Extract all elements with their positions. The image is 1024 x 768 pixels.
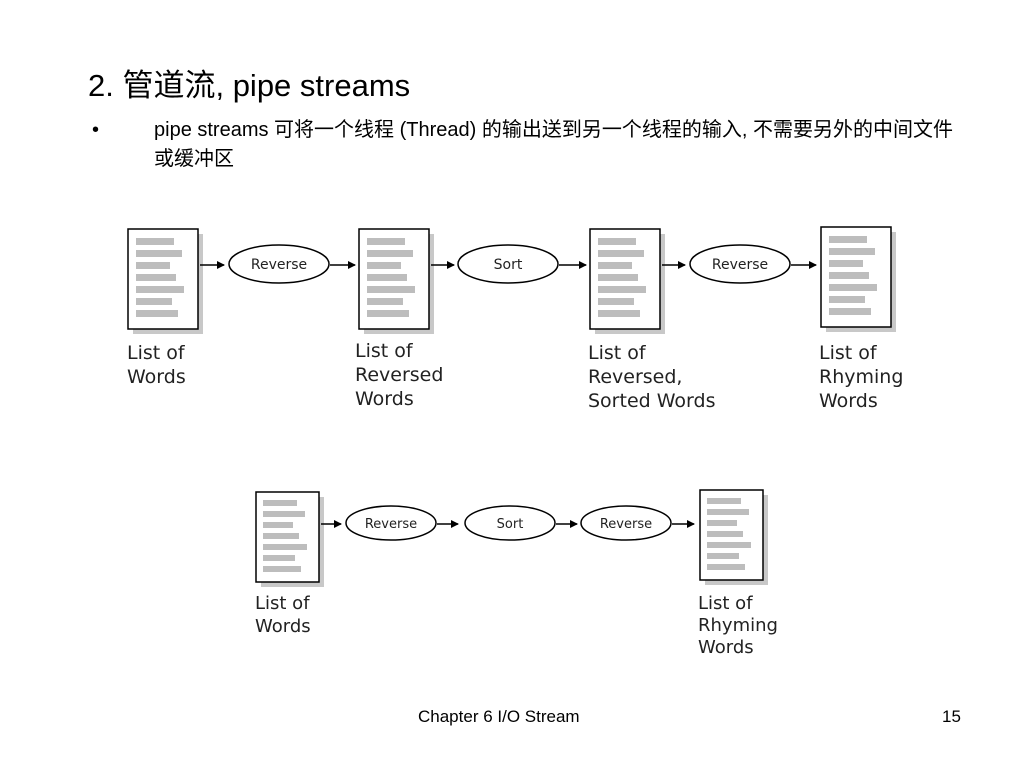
top-caption-1-line-2: Words [127,366,186,388]
top-caption-2-line-2: Reversed [355,364,443,386]
top-caption-2-line-3: Words [355,388,414,410]
top-caption-1-line-1: List of [127,342,186,364]
bottom-filter-3-label: Reverse [600,517,652,532]
page-number: 15 [942,707,961,726]
top-filter-sort: Sort [457,244,559,284]
bottom-filter-1-label: Reverse [365,517,417,532]
bullet-text: pipe streams 可将一个线程 (Thread) 的输出送到另一个线程的… [154,119,953,170]
top-doc-1 [127,228,203,334]
bottom-caption-1-line-2: Words [255,616,311,637]
top-caption-4-line-2: Rhyming [819,366,903,388]
top-caption-3-line-1: List of [588,342,647,364]
bottom-caption-1-line-1: List of [255,593,310,614]
top-filter-reverse-1: Reverse [228,244,330,284]
top-caption-4-line-1: List of [819,342,878,364]
top-doc-2 [358,228,434,334]
bottom-filter-reverse-1: Reverse [345,505,437,541]
bottom-filter-reverse-2: Reverse [580,505,672,541]
top-doc-3 [589,228,665,334]
bottom-filter-sort: Sort [464,505,556,541]
footer-chapter: Chapter 6 I/O Stream [418,707,580,726]
top-filter-3-label: Reverse [712,257,768,273]
top-filter-reverse-2: Reverse [689,244,791,284]
bottom-doc-2 [699,489,768,585]
top-caption-2-line-1: List of [355,340,414,362]
bottom-caption-2-line-1: List of [698,593,753,614]
top-caption-3-line-3: Sorted Words [588,390,715,412]
top-filter-2-label: Sort [494,257,523,273]
bottom-doc-1 [255,491,324,587]
top-caption-3-line-2: Reversed, [588,366,682,388]
bullet-marker: • [92,119,100,141]
bottom-caption-2-line-3: Words [698,637,754,658]
bottom-filter-2-label: Sort [497,517,524,532]
slide-title: 2. 管道流, pipe streams [88,68,411,103]
top-doc-4 [820,226,896,332]
top-filter-1-label: Reverse [251,257,307,273]
bottom-caption-2-line-2: Rhyming [698,615,778,636]
top-caption-4-line-3: Words [819,390,878,412]
